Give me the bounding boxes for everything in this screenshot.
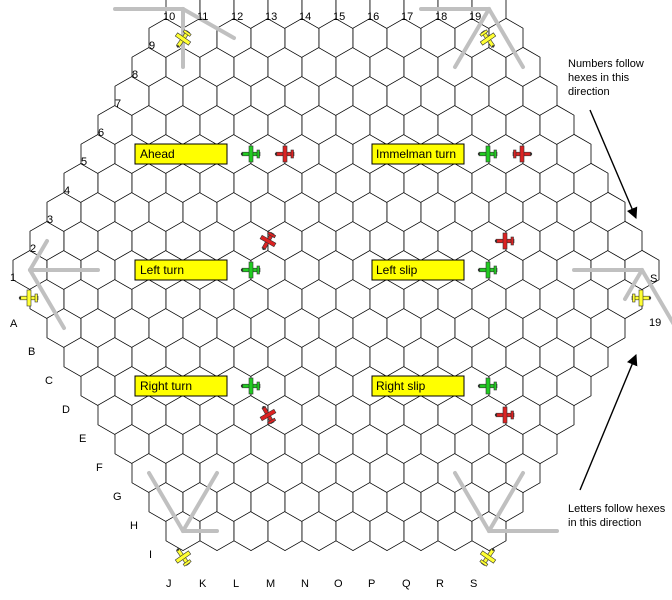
guide-line [453,471,491,533]
number-label-1: 1 [10,272,16,284]
letter-label-K: K [199,578,207,590]
number-label-2: 2 [30,243,36,255]
plane-yellow[interactable] [18,289,39,307]
maneuver-label-left-turn: Left turn [134,259,228,281]
numbers-direction-note: Numbers follow hexes in this direction [568,58,644,98]
letter-label-S-bottom: S [470,578,477,590]
plane-green[interactable] [240,377,261,395]
plane-yellow[interactable] [476,27,500,52]
maneuver-label-text: Ahead [140,147,175,161]
maneuver-label-text: Immelman turn [376,147,456,161]
maneuver-label-right-turn: Right turn [134,375,228,397]
letter-label-N: N [301,578,309,590]
plane-green[interactable] [240,145,261,163]
direction-arrows [579,109,638,491]
guide-line [181,7,236,40]
plane-yellow[interactable] [631,289,652,307]
number-label-16: 16 [367,11,379,23]
plane-pieces [18,27,652,569]
plane-green[interactable] [477,377,498,395]
number-label-13: 13 [265,11,277,23]
letters-direction-arrow [579,353,638,491]
maneuver-label-left-slip: Left slip [371,259,465,281]
number-label-8: 8 [132,69,138,81]
number-label-9: 9 [149,40,155,52]
letter-label-F: F [96,462,103,474]
letter-label-H: H [130,520,138,532]
plane-yellow[interactable] [476,544,500,569]
letter-label-L: L [233,578,239,590]
number-label-17: 17 [401,11,413,23]
plane-red[interactable] [256,229,279,254]
maneuver-labels: Ahead Immelman turn Left turn Left slip … [134,143,465,397]
guide-line [487,471,525,533]
coordinate-labels: 1 2 3 4 5 6 7 8 9 10 11 12 13 14 15 16 1… [10,11,661,590]
letter-label-B: B [28,346,35,358]
letters-direction-note: Letters follow hexes in this direction [568,503,666,529]
number-label-15: 15 [333,11,345,23]
number-label-18: 18 [435,11,447,23]
plane-red[interactable] [512,145,533,163]
maneuver-label-text: Left turn [140,263,184,277]
guide-line [28,239,49,272]
plane-red[interactable] [274,145,295,163]
number-label-19-right: 19 [649,317,661,329]
letter-label-G: G [113,491,122,503]
letter-label-I: I [149,549,152,561]
letter-label-M: M [266,578,275,590]
plane-green[interactable] [477,261,498,279]
letter-label-D: D [62,404,70,416]
letter-label-R: R [436,578,444,590]
letter-label-E: E [79,433,86,445]
plane-yellow[interactable] [171,544,195,569]
number-label-12: 12 [231,11,243,23]
plane-green[interactable] [477,145,498,163]
plane-red[interactable] [494,232,515,250]
letter-label-C: C [45,375,53,387]
maneuver-label-immelman-turn: Immelman turn [371,143,465,165]
guide-line [453,7,491,69]
maneuver-label-right-slip: Right slip [371,375,465,397]
hex-grid [12,0,660,552]
guide-line [147,471,185,533]
maneuver-label-ahead: Ahead [134,143,228,165]
number-label-3: 3 [47,214,53,226]
guide-line [640,268,672,326]
letter-label-J: J [166,578,172,590]
plane-green[interactable] [240,261,261,279]
guide-line [181,471,219,533]
letter-label-P: P [368,578,375,590]
maneuver-label-text: Right slip [376,379,426,393]
number-label-10: 10 [163,11,175,23]
letter-label-O: O [334,578,343,590]
guide-line [28,268,66,330]
number-label-6: 6 [98,127,104,139]
number-label-5: 5 [81,156,87,168]
plane-red[interactable] [256,402,279,427]
guide-line [487,7,525,69]
number-label-19-top: 19 [469,11,481,23]
plane-yellow[interactable] [171,27,195,52]
plane-red[interactable] [494,406,515,424]
letter-label-A: A [10,318,18,330]
letter-label-Q: Q [402,578,411,590]
number-label-14: 14 [299,11,311,23]
guide-line [623,268,644,301]
maneuver-label-text: Right turn [140,379,192,393]
letter-label-S-right: S [650,273,657,285]
number-label-7: 7 [115,98,121,110]
number-label-11: 11 [197,11,208,23]
number-label-4: 4 [64,185,70,197]
maneuver-label-text: Left slip [376,263,418,277]
numbers-direction-arrow [589,109,638,220]
